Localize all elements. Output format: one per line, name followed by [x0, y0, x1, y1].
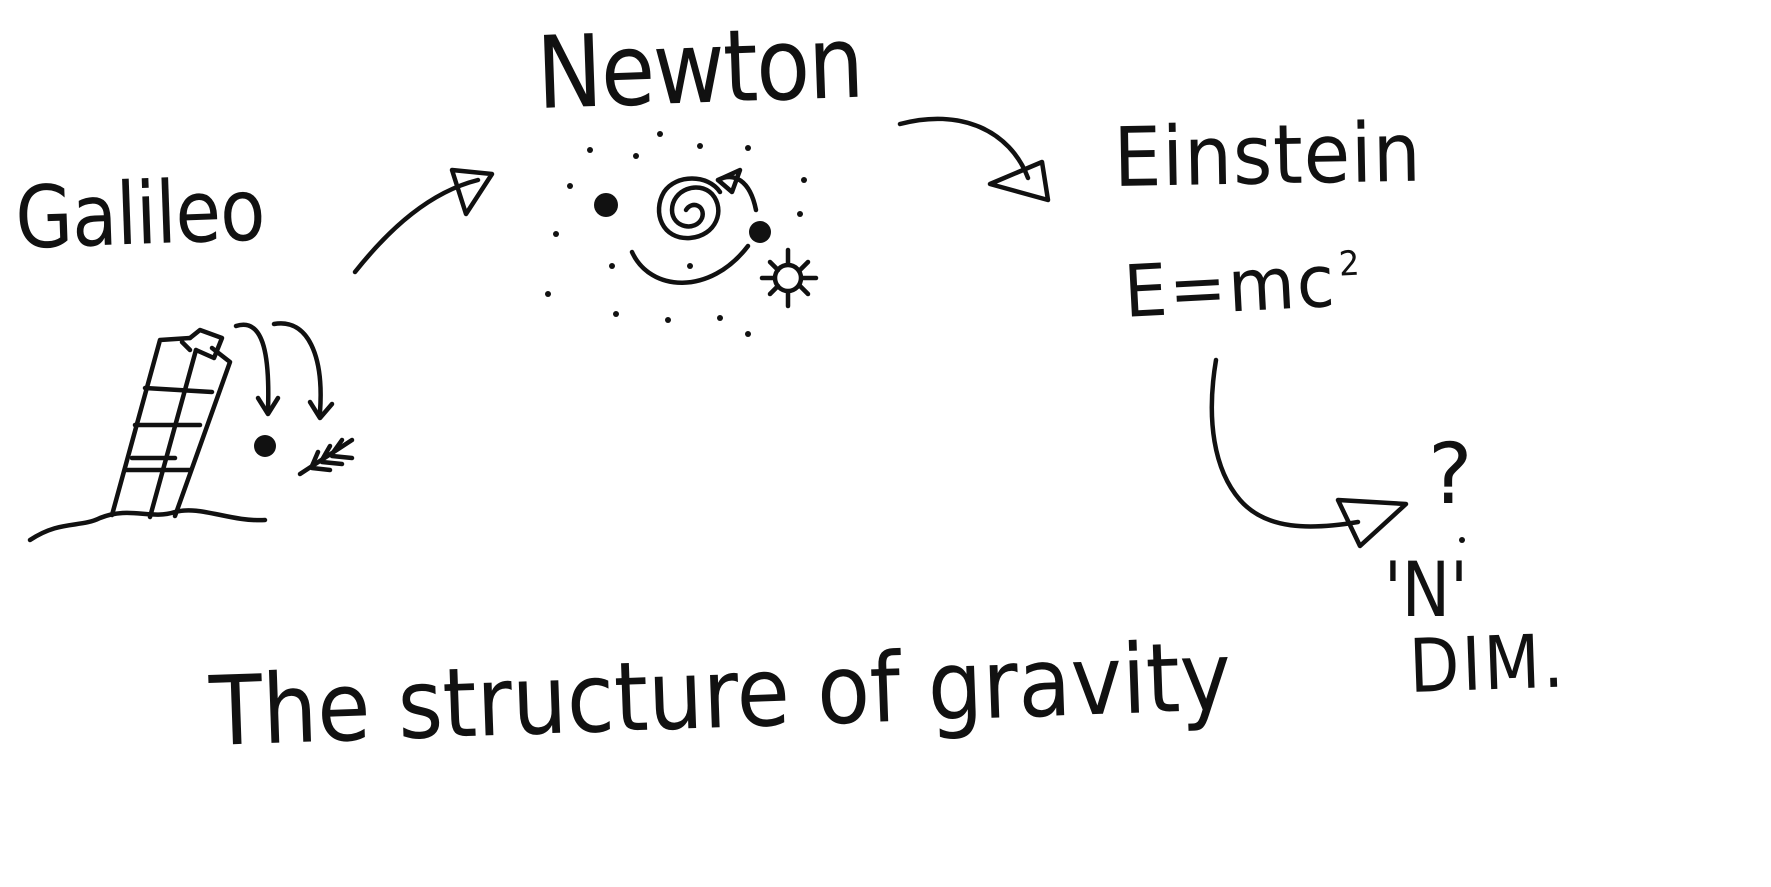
galileo-label: Galileo	[13, 160, 267, 269]
leaning-tower-icon	[27, 327, 268, 543]
newton-label: Newton	[534, 3, 865, 132]
equation-label: E=mc2	[1122, 239, 1364, 334]
arrow-newton-to-einstein-icon	[897, 116, 1051, 203]
n-label: 'N'	[1384, 545, 1468, 634]
dim-label: DIM.	[1407, 618, 1568, 710]
arrow-galileo-to-newton-icon	[352, 167, 495, 275]
falling-objects-icon	[233, 321, 355, 477]
equation-base: E=mc	[1121, 238, 1339, 334]
newton-universe-icon	[545, 131, 819, 337]
arrow-einstein-to-n-dim-icon	[1209, 357, 1465, 549]
unknown-question-mark: ?	[1428, 425, 1473, 523]
einstein-label: Einstein	[1112, 105, 1423, 206]
equation-exponent: 2	[1337, 243, 1363, 285]
